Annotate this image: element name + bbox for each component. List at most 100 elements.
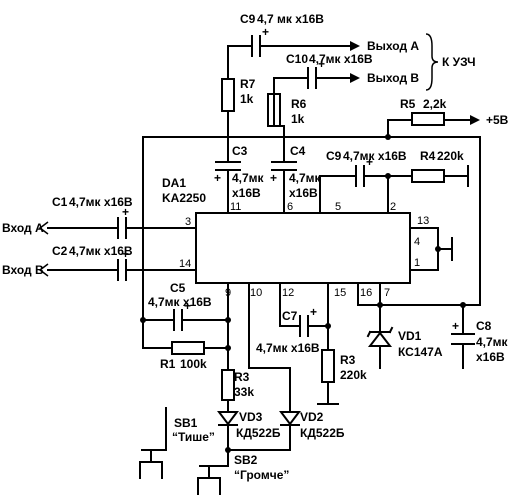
c3-ref: C3 (232, 144, 248, 158)
ic-part-label: KA2250 (162, 191, 206, 205)
c5-capacitor (173, 309, 183, 331)
pin-15: 15 (334, 287, 346, 299)
pin-12: 12 (282, 287, 294, 299)
r4-ground (443, 165, 469, 187)
c7-capacitor (299, 315, 309, 337)
sb1-ref: SB1 (174, 416, 198, 430)
junction (225, 317, 231, 323)
sb1-contacts (139, 461, 163, 479)
sb2-ref: SB2 (234, 453, 258, 467)
pin-1: 1 (414, 257, 420, 269)
r3-resistor (221, 369, 235, 401)
vd3-ref: VD3 (239, 410, 263, 424)
junction (325, 323, 331, 329)
c5-ref: C5 (170, 281, 186, 295)
r6-ref: R6 (291, 97, 307, 111)
r1-resistor (171, 341, 205, 355)
output-group-label: К УЗЧ (442, 55, 476, 69)
c9-top-ref: C9 (240, 12, 256, 26)
pin-3: 3 (185, 216, 191, 228)
pin-7: 7 (384, 287, 390, 299)
vd1-part: КС147А (398, 345, 443, 359)
ic-da1-body (195, 212, 411, 284)
vd3-part: КД522Б (236, 426, 281, 440)
c2-ref: C2 (52, 244, 68, 258)
c2-plus: + (122, 247, 129, 261)
pin-4: 4 (414, 236, 420, 248)
pin-9: 9 (225, 287, 231, 299)
c4-value2: х16В (289, 186, 318, 200)
r7-value: 1k (240, 92, 254, 106)
c3-value1: 4,7мк (232, 171, 265, 185)
pin16-wire (357, 282, 464, 306)
c8-value2: х16В (476, 350, 505, 364)
sb2-wire (217, 449, 229, 467)
junction (225, 345, 231, 351)
c7-plus: + (310, 305, 317, 319)
r5-ref: R5 (400, 97, 416, 111)
r3b-value: 220k (340, 368, 367, 382)
c3-plus: + (214, 171, 221, 185)
vd2-diode (279, 411, 301, 426)
c8-value1: 4,7мк (476, 335, 509, 349)
c2-value: 4,7мк х16В (69, 244, 133, 258)
sb1-switch (139, 449, 163, 463)
pin5-wire (319, 175, 357, 214)
input-b-label: Вход В (2, 263, 44, 277)
c1-ref: C1 (52, 195, 68, 209)
vd2-ref: VD2 (300, 410, 324, 424)
r1-value: 100k (180, 357, 207, 371)
r3-value: 33k (234, 385, 254, 399)
output-a-label: Выход А (367, 39, 419, 53)
vd3-diode (217, 411, 239, 426)
r7-c9-wire (227, 45, 253, 80)
r1-ref: R1 (160, 357, 176, 371)
ic-ref-label: DA1 (162, 176, 186, 190)
c1-value: 4,7мк х16В (69, 195, 133, 209)
r6-value: 1k (291, 112, 305, 126)
r3b-ref: R3 (340, 353, 356, 367)
vd2-out-wire (227, 424, 291, 451)
vd1-diode (367, 331, 393, 347)
pin-14: 14 (179, 258, 191, 270)
r3b-ground (317, 381, 339, 405)
vd1-ref: VD1 (398, 329, 422, 343)
r4-ref: R4 (420, 149, 436, 163)
r3b-resistor (321, 349, 335, 383)
sb1-label: “Тише” (172, 430, 215, 444)
out-b-arrow-icon (350, 73, 360, 83)
input-a-label: Вход А (2, 221, 44, 235)
c4-plus: + (270, 171, 277, 185)
junction (385, 134, 391, 140)
vd2-part: КД522Б (300, 426, 345, 440)
supply-arrow-icon (470, 115, 480, 125)
c4-value1: 4,7мк (289, 171, 322, 185)
pin-16: 16 (360, 287, 372, 299)
supply-rail (142, 136, 481, 306)
r1-left-wire (142, 319, 173, 349)
r6-c10-wire (273, 77, 309, 95)
pin-5: 5 (335, 201, 341, 213)
c10-capacitor (307, 67, 317, 89)
r5-value: 2,2k (423, 97, 447, 111)
r5-lead-left (387, 119, 413, 138)
output-brace (425, 33, 439, 91)
c8-plus: + (452, 319, 459, 333)
c3-capacitor (215, 161, 241, 171)
pin10-wire (248, 282, 291, 413)
c9-top-plus: + (262, 25, 269, 39)
r4-value: 220k (437, 149, 464, 163)
c9-mid-plus: + (366, 155, 373, 169)
sb2-label: “Громче” (234, 468, 289, 482)
c9-mid-ref: C9 (326, 149, 342, 163)
c1-capacitor (117, 217, 127, 239)
c4-ref: C4 (290, 144, 306, 158)
c5-value: 4,7мк х16В (148, 295, 212, 309)
junction (435, 246, 441, 252)
c10-value: 4,7мк х16В (309, 52, 373, 66)
pin12-wire (279, 282, 301, 327)
c2-capacitor (117, 259, 127, 281)
c8-ref: C8 (476, 319, 492, 333)
